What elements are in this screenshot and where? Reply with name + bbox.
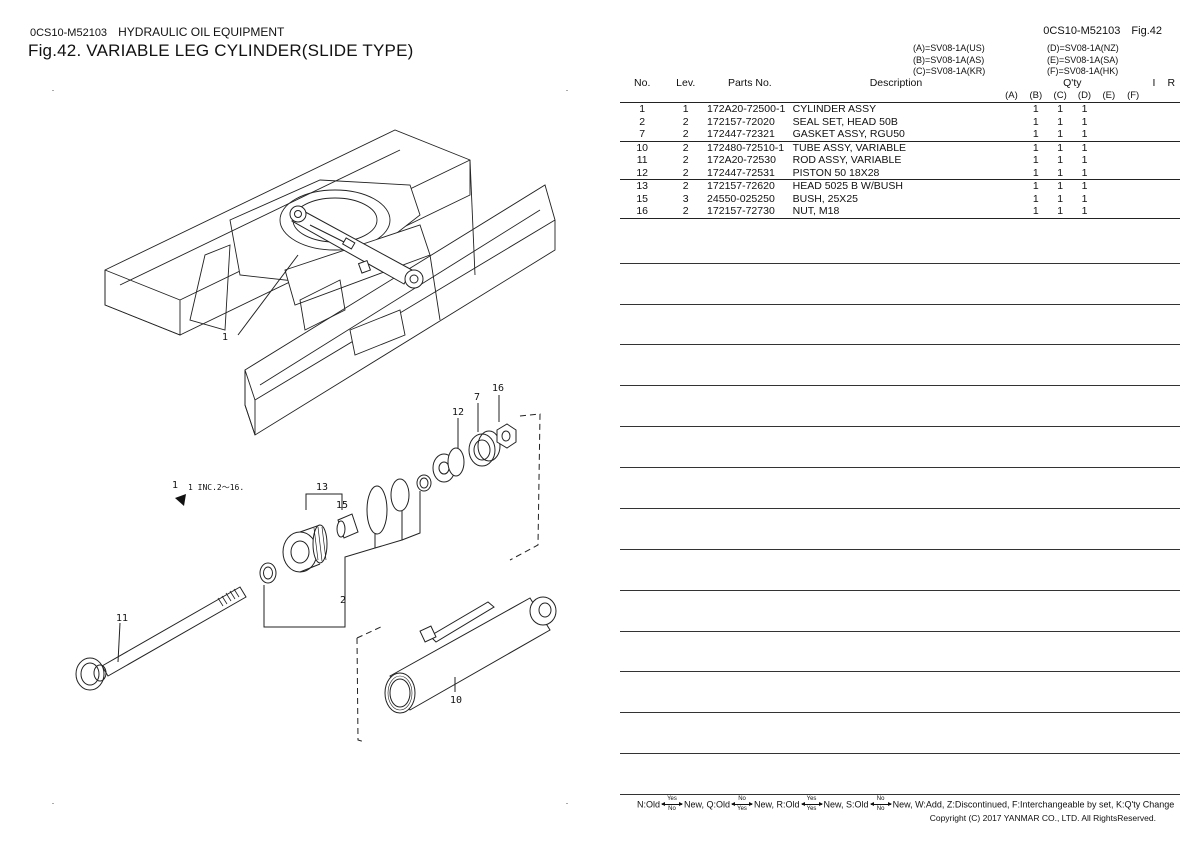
col-description: Description (869, 77, 923, 89)
header-code: 0CS10-M52103 HYDRAULIC OIL EQUIPMENT (30, 25, 284, 39)
empty-row-rule (620, 753, 1180, 754)
model-c: (C)=SV08-1A(KR) (913, 66, 986, 76)
exploded-parts-diagram: 1 1 1 INC.2～16. 11 13 (75, 129, 557, 743)
cylinder-on-frame-illustration (289, 205, 424, 289)
bracket-line (263, 585, 346, 628)
empty-row-rule (620, 467, 1180, 468)
header-right: 0CS10-M52103 Fig.42 (1043, 25, 1162, 37)
alignment-dashed-line (356, 625, 384, 639)
qty-col-b: (B) (1029, 89, 1043, 101)
doc-code: 0CS10-M52103 (30, 27, 108, 39)
empty-row-rule (620, 304, 1180, 305)
qty-col-f: (F) (1127, 89, 1140, 101)
parts-table: No. Lev. Parts No. Description Q'ty I R … (620, 77, 1180, 219)
callout-10: 10 (450, 695, 462, 706)
callout-2: 2 (340, 595, 346, 606)
qty-col-e: (E) (1102, 89, 1116, 101)
copyright: Copyright (C) 2017 YANMAR CO., LTD. All … (929, 813, 1156, 823)
model-list-2: (D)=SV08-1A(NZ) (E)=SV08-1A(SA) (F)=SV08… (1047, 43, 1119, 78)
machine-frame-illustration (104, 129, 556, 436)
part-10-tube-illustration (384, 596, 557, 714)
model-list-1: (A)=SV08-1A(US) (B)=SV08-1A(AS) (C)=SV08… (913, 43, 985, 78)
col-qty: Q'ty (1063, 77, 1082, 89)
empty-row-rule (620, 344, 1180, 345)
model-b: (B)=SV08-1A(AS) (913, 54, 985, 65)
model-e: (E)=SV08-1A(SA) (1047, 54, 1119, 65)
empty-row-rule (620, 426, 1180, 427)
model-a: (A)=SV08-1A(US) (913, 43, 985, 53)
callout-15: 15 (336, 500, 348, 511)
alignment-dashed-line (509, 413, 541, 561)
registration-mark (52, 90, 54, 91)
empty-row-rule (620, 508, 1180, 509)
note-triangle-icon (175, 494, 186, 506)
empty-row-rule (620, 549, 1180, 550)
note-text: 1 INC.2～16. (188, 483, 244, 492)
callout-13: 13 (316, 482, 328, 493)
registration-mark (52, 803, 54, 804)
leader-line (344, 534, 376, 575)
part-13-head-illustration (282, 524, 328, 573)
leader-line (401, 491, 421, 541)
empty-row-rule (620, 631, 1180, 632)
col-no: No. (634, 77, 651, 89)
col-r: R (1167, 77, 1176, 89)
o-ring-illustration (390, 478, 410, 512)
part-12-piston-illustration (432, 447, 465, 483)
part-15-bush-illustration (336, 513, 359, 539)
qty-col-a: (A) (1005, 89, 1018, 101)
empty-row-rule (620, 794, 1180, 795)
part-11-rod-illustration (75, 586, 247, 691)
category-title: HYDRAULIC OIL EQUIPMENT (118, 25, 285, 39)
qty-col-c: (C) (1053, 89, 1067, 101)
empty-row-rule (620, 263, 1180, 264)
o-ring-illustration (416, 474, 432, 492)
model-f: (F)=SV08-1A(HK) (1047, 66, 1119, 76)
qty-col-d: (D) (1077, 89, 1092, 101)
empty-row-rule (620, 671, 1180, 672)
callout-16: 16 (492, 383, 504, 394)
empty-row-rule (620, 590, 1180, 591)
empty-row-rule (620, 385, 1180, 386)
leader-line (237, 254, 299, 336)
callout-12: 12 (452, 407, 464, 418)
empty-row-rule (620, 712, 1180, 713)
o-ring-illustration (366, 485, 388, 535)
model-d: (D)=SV08-1A(NZ) (1047, 43, 1119, 53)
col-i: I (1152, 77, 1156, 89)
right-fig-number: Fig.42 (1131, 25, 1162, 37)
leader-line (117, 622, 121, 663)
registration-mark (566, 90, 568, 91)
part-16-nut-illustration (496, 423, 517, 449)
callout-11: 11 (116, 613, 128, 624)
right-doc-code: 0CS10-M52103 (1043, 25, 1121, 37)
figure-title: Fig.42. VARIABLE LEG CYLINDER(SLIDE TYPE… (28, 41, 414, 60)
registration-mark (566, 803, 568, 804)
callout-7: 7 (474, 392, 480, 403)
col-parts-no: Parts No. (727, 77, 772, 89)
part-7-gasket-illustration (468, 430, 501, 467)
bracket-line (305, 493, 343, 510)
col-lev: Lev. (676, 77, 696, 89)
callout-1: 1 (222, 332, 228, 343)
seal-ring-illustration (259, 562, 277, 584)
alignment-dashed-line (356, 637, 366, 743)
note-number: 1 (172, 480, 178, 491)
leader-line (374, 511, 403, 549)
